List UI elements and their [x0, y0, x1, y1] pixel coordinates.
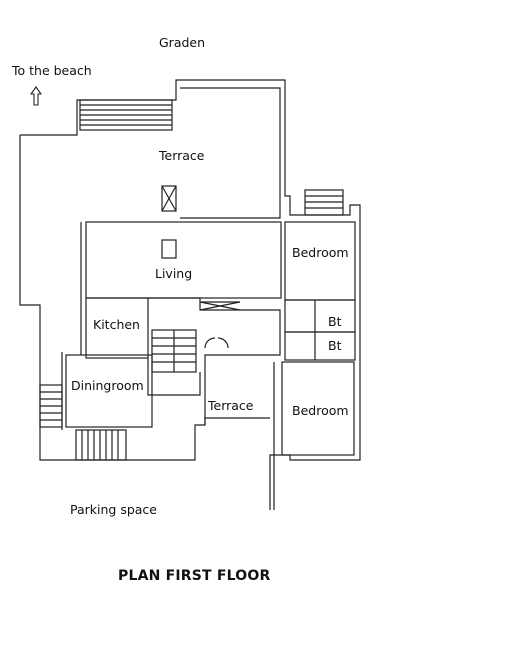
- bedroom-top-label: Bedroom: [292, 245, 349, 260]
- chimney: [161, 185, 177, 212]
- terrace-bottom-label: Terrace: [208, 398, 254, 413]
- outer-wall: [20, 79, 361, 510]
- diningroom-label: Diningroom: [71, 378, 144, 393]
- garden-label: Graden: [159, 35, 206, 50]
- diningroom-walls: [65, 354, 153, 428]
- up-arrow-icon: [30, 86, 42, 106]
- living-room-walls: [85, 221, 282, 299]
- bathroom-2-walls: [284, 331, 356, 361]
- bathroom-1-label: Bt: [328, 314, 342, 329]
- plan-title: PLAN FIRST FLOOR: [118, 568, 271, 584]
- living-label: Living: [155, 266, 193, 281]
- terrace-top-label: Terrace: [159, 148, 205, 163]
- bedroom-top-walls: [284, 221, 356, 301]
- bedroom-bottom-walls: [281, 361, 355, 456]
- stairs-bottom: [75, 429, 127, 461]
- beach-label: To the beach: [12, 63, 92, 78]
- kitchen-walls: [85, 297, 149, 359]
- terrace-wall-inner: [180, 87, 281, 219]
- kitchen-label: Kitchen: [93, 317, 140, 332]
- parking-label: Parking space: [70, 502, 157, 517]
- bedroom-bottom-label: Bedroom: [292, 403, 349, 418]
- bathroom-2-label: Bt: [328, 338, 342, 353]
- bathroom-1-walls: [284, 299, 356, 333]
